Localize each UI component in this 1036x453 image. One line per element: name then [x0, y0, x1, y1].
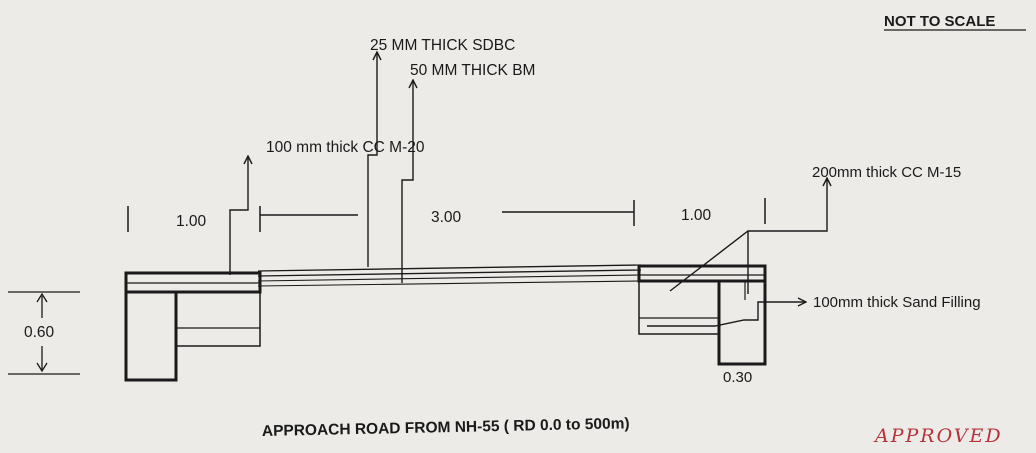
label-cc-m20: 100 mm thick CC M-20: [266, 139, 425, 156]
label-sand: 100mm thick Sand Filling: [813, 294, 981, 311]
leader-cc-m15: [669, 178, 827, 292]
dim-depth: 0.60: [24, 324, 55, 341]
approved-stamp: APPROVED: [873, 425, 1003, 447]
dim-middle-width: 3.00: [431, 209, 462, 226]
leader-cc-m20: [229, 156, 248, 275]
right-kerb-block: [637, 264, 767, 366]
leader-sand: [647, 302, 806, 327]
dim-toe-width: 0.30: [723, 369, 752, 386]
road-surface-layers: [257, 264, 642, 287]
label-cc-m15: 200mm thick CC M-15: [812, 164, 961, 181]
leader-bm: [401, 80, 413, 283]
label-bm: 50 MM THICK BM: [410, 62, 535, 79]
label-sdbc: 25 MM THICK SDBC: [370, 37, 515, 54]
left-kerb-block: [124, 271, 262, 382]
drawing-caption: APPROACH ROAD FROM NH-55 ( RD 0.0 to 500…: [262, 415, 630, 440]
dim-left-width: 1.00: [176, 213, 207, 230]
leader-sdbc: [367, 52, 377, 267]
width-dimension-line: [127, 198, 766, 232]
depth-dimension: [8, 291, 80, 375]
scale-note: NOT TO SCALE: [884, 13, 995, 30]
dim-right-width: 1.00: [681, 207, 712, 224]
